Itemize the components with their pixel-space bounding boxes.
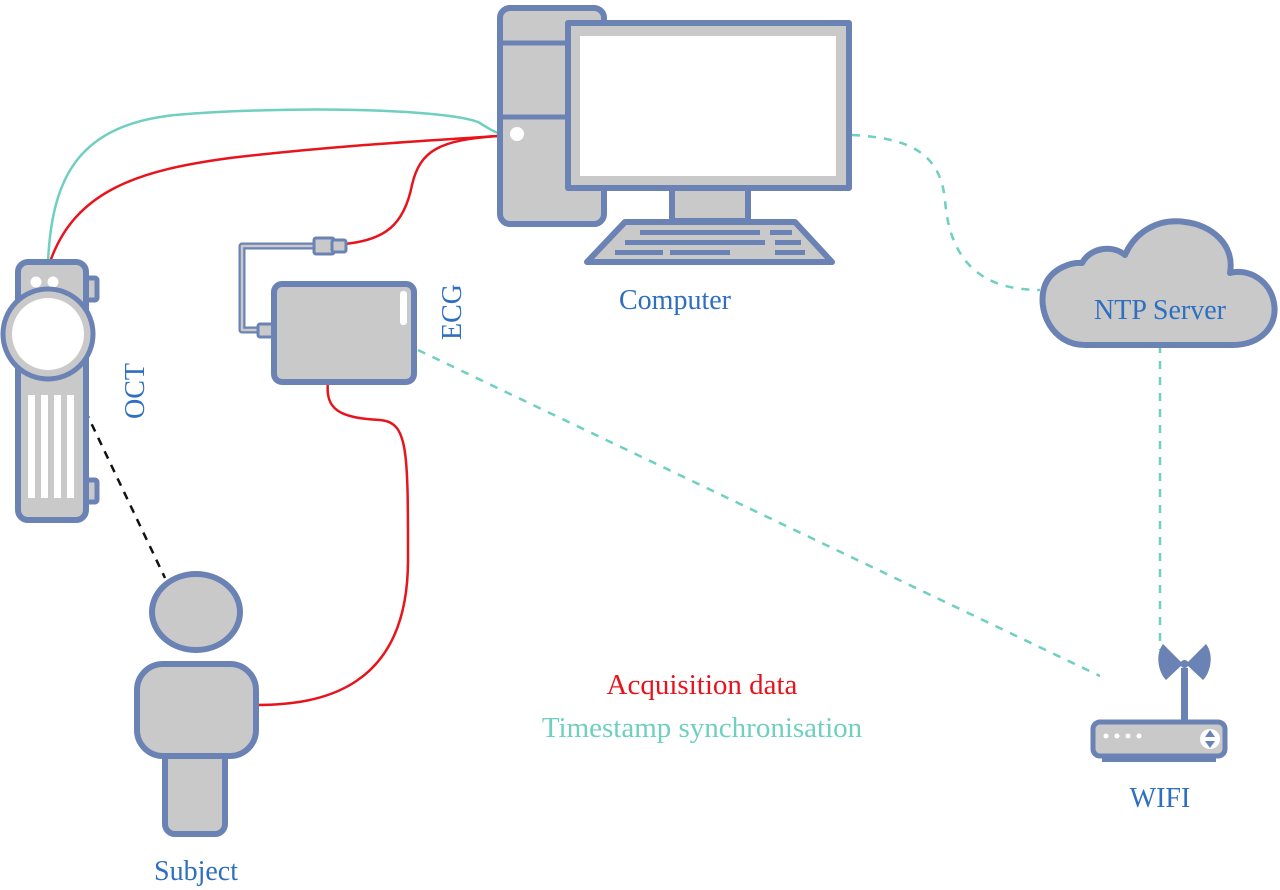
oct-label: OCT [120, 363, 151, 419]
ecg-computer-data-cable [344, 134, 499, 246]
ecg-wifi-sync-link [417, 348, 1101, 678]
connections [46, 108, 1162, 707]
oct-computer-sync-cable [46, 108, 499, 263]
subject-label: Subject [154, 856, 238, 887]
wifi-router-icon [1090, 644, 1228, 762]
person-icon [134, 571, 259, 837]
oct-computer-data-cable [48, 134, 499, 263]
legend-acquisition-data: Acquisition data [607, 669, 798, 701]
wifi-label: WIFI [1130, 783, 1191, 814]
legend: Acquisition data Timestamp synchronisati… [542, 669, 863, 744]
computer-label: Computer [619, 285, 732, 316]
computer-icon [497, 5, 852, 265]
ecg-subject-data-cable [255, 381, 410, 707]
ecg-label: ECG [437, 284, 468, 340]
oct-device-icon [0, 259, 100, 523]
legend-timestamp-synchronisation: Timestamp synchronisation [542, 712, 863, 744]
computer-ntp-sync-link [851, 133, 1041, 292]
ntp-server-label: NTP Server [1094, 295, 1227, 326]
ecg-device-icon [238, 236, 417, 385]
cloud-icon [1039, 218, 1278, 348]
oct-scan-beam [51, 342, 167, 579]
